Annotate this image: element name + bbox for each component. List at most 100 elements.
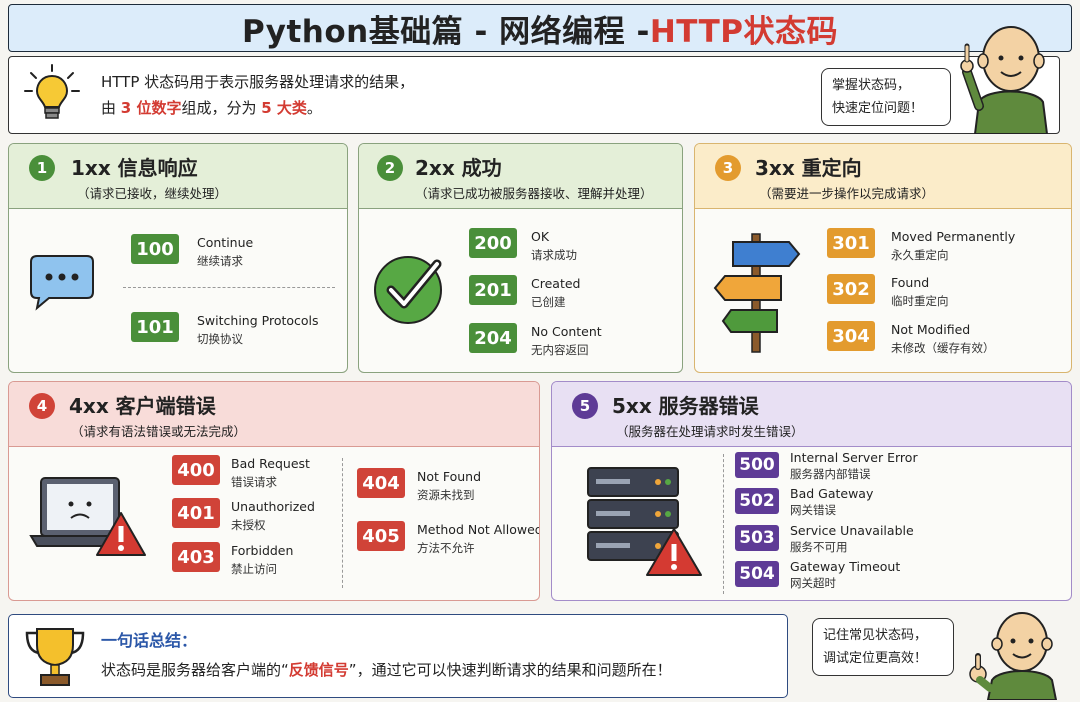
section-title: 2xx 成功 <box>415 156 502 180</box>
status-code-401: 401 <box>172 498 220 528</box>
status-code-302: 302 <box>827 274 875 304</box>
section-2xx-header: 2 2xx 成功 （请求已成功被服务器接收、理解并处理） <box>359 144 682 209</box>
status-name-en: Method Not Allowed <box>417 522 540 537</box>
status-name-en: Moved Permanently <box>891 229 1016 244</box>
status-code-502: 502 <box>735 488 779 514</box>
status-code-201: 201 <box>469 275 517 305</box>
lightbulb-icon <box>24 64 80 119</box>
status-name-zh: 永久重定向 <box>891 248 949 262</box>
section-number: 2 <box>377 155 403 181</box>
status-name-en: Unauthorized <box>231 499 315 514</box>
section-4xx-header: 4 4xx 客户端错误 （请求有语法错误或无法完成） <box>9 382 539 447</box>
status-name-en: Not Found <box>417 469 482 484</box>
title-highlight: HTTP状态码 <box>649 13 839 50</box>
status-name-zh: 请求成功 <box>531 248 577 262</box>
status-name-zh: 禁止访问 <box>231 562 277 576</box>
section-subtitle: （需要进一步操作以完成请求） <box>759 186 935 201</box>
speech-bubble-bottom: 记住常见状态码， 调试定位更高效！ <box>812 618 954 676</box>
section-3xx: 3 3xx 重定向 （需要进一步操作以完成请求） 301 Moved Perma… <box>694 143 1072 373</box>
status-name-en: Internal Server Error <box>790 450 918 465</box>
section-number: 3 <box>715 155 741 181</box>
status-name-zh: 临时重定向 <box>891 294 949 308</box>
intro-box: HTTP 状态码用于表示服务器处理请求的结果， 由 3 位数字组成，分为 5 大… <box>8 56 1060 134</box>
section-title: 3xx 重定向 <box>755 156 862 180</box>
section-title: 5xx 服务器错误 <box>612 394 759 418</box>
status-code-400: 400 <box>172 455 220 485</box>
summary-heading: 一句话总结： <box>101 631 198 650</box>
status-name-en: OK <box>531 229 550 244</box>
status-name-zh: 切换协议 <box>197 332 243 346</box>
section-number: 4 <box>29 393 55 419</box>
character-avatar <box>969 612 1058 700</box>
page-title: Python基础篇 - 网络编程 - HTTP状态码 <box>8 4 1072 52</box>
bubble-bottom-line1: 记住常见状态码， <box>823 628 928 643</box>
status-name-en: Created <box>531 276 581 291</box>
section-subtitle: （服务器在处理请求时发生错误） <box>616 424 804 439</box>
bubble-bottom-line2: 调试定位更高效！ <box>823 651 928 666</box>
status-code-404: 404 <box>357 468 405 498</box>
status-code-204: 204 <box>469 323 517 353</box>
status-name-zh: 网关错误 <box>790 503 836 517</box>
section-4xx: 4 4xx 客户端错误 （请求有语法错误或无法完成） 400 Bad Reque… <box>8 381 540 601</box>
status-code-405: 405 <box>357 521 405 551</box>
intro-line-2: 由 3 位数字组成，分为 5 大类。 <box>101 99 322 117</box>
status-code-500: 500 <box>735 452 779 478</box>
signpost-icon <box>713 233 801 353</box>
status-code-403: 403 <box>172 542 220 572</box>
status-code-101: 101 <box>131 312 179 342</box>
speech-bubble-top: 掌握状态码， 快速定位问题！ <box>821 68 951 126</box>
status-name-zh: 服务器内部错误 <box>790 467 871 481</box>
status-name-zh: 已创建 <box>531 295 566 309</box>
divider <box>723 454 724 594</box>
section-title: 4xx 客户端错误 <box>69 394 216 418</box>
status-name-zh: 方法不允许 <box>417 541 475 555</box>
status-name-en: Switching Protocols <box>197 313 319 328</box>
status-name-en: Continue <box>197 235 254 250</box>
status-name-zh: 网关超时 <box>790 576 836 590</box>
section-number: 1 <box>29 155 55 181</box>
divider <box>342 458 343 588</box>
status-code-304: 304 <box>827 321 875 351</box>
status-code-301: 301 <box>827 228 875 258</box>
status-code-503: 503 <box>735 525 779 551</box>
section-2xx: 2 2xx 成功 （请求已成功被服务器接收、理解并处理） 200 OK 请求成功… <box>358 143 683 373</box>
intro-line-1: HTTP 状态码用于表示服务器处理请求的结果， <box>101 73 415 91</box>
summary-box: 一句话总结： 状态码是服务器给客户端的“反馈信号”，通过它可以快速判断请求的结果… <box>8 614 788 698</box>
server-rack-icon <box>587 467 679 561</box>
section-subtitle: （请求已接收，继续处理） <box>77 186 228 201</box>
section-number: 5 <box>572 393 598 419</box>
section-1xx-header: 1 1xx 信息响应 （请求已接收，继续处理） <box>9 144 347 209</box>
status-code-100: 100 <box>131 234 179 264</box>
section-3xx-header: 3 3xx 重定向 （需要进一步操作以完成请求） <box>695 144 1071 209</box>
status-name-zh: 错误请求 <box>231 475 277 489</box>
status-name-zh: 服务不可用 <box>790 540 848 554</box>
status-name-zh: 未修改（缓存有效） <box>891 341 995 355</box>
section-title: 1xx 信息响应 <box>71 156 198 180</box>
character-avatar <box>960 26 1049 134</box>
status-name-en: Bad Gateway <box>790 486 874 501</box>
divider <box>123 287 335 288</box>
status-name-zh: 无内容返回 <box>531 343 589 357</box>
section-1xx: 1 1xx 信息响应 （请求已接收，继续处理） 100 Continue 继续请… <box>8 143 348 373</box>
checkmark-icon <box>374 256 442 324</box>
status-code-200: 200 <box>469 228 517 258</box>
warning-icon <box>96 512 146 556</box>
warning-icon <box>646 528 702 576</box>
status-name-zh: 未授权 <box>231 518 266 532</box>
status-name-en: Bad Request <box>231 456 310 471</box>
status-code-504: 504 <box>735 561 779 587</box>
section-5xx: 5 5xx 服务器错误 （服务器在处理请求时发生错误） 500 Internal… <box>551 381 1072 601</box>
status-name-en: No Content <box>531 324 602 339</box>
status-name-en: Gateway Timeout <box>790 559 901 574</box>
section-subtitle: （请求已成功被服务器接收、理解并处理） <box>415 186 653 201</box>
title-main: Python基础篇 - 网络编程 - <box>241 13 650 50</box>
status-name-en: Forbidden <box>231 543 294 558</box>
status-name-zh: 资源未找到 <box>417 488 475 502</box>
trophy-icon <box>25 628 85 686</box>
section-5xx-header: 5 5xx 服务器错误 （服务器在处理请求时发生错误） <box>552 382 1071 447</box>
status-name-en: Service Unavailable <box>790 523 914 538</box>
section-subtitle: （请求有语法错误或无法完成） <box>71 424 247 439</box>
bubble-top-line1: 掌握状态码， <box>832 78 911 93</box>
chat-bubble-icon <box>30 255 94 311</box>
status-name-en: Not Modified <box>891 322 971 337</box>
